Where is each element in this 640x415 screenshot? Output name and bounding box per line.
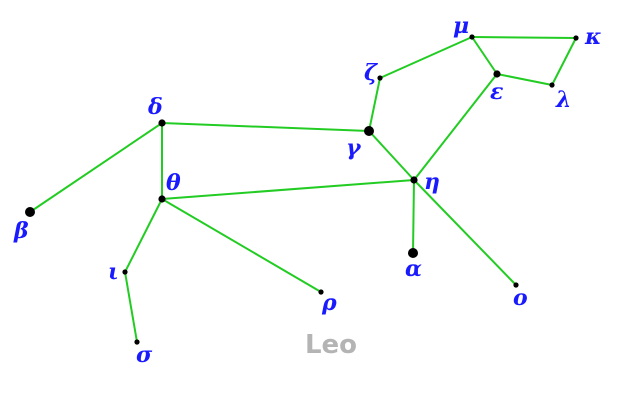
line-iota-sigma xyxy=(124,271,138,343)
star-kappa xyxy=(573,35,579,41)
star-label-eta: η xyxy=(424,169,440,195)
line-eta-omicron xyxy=(413,179,517,286)
star-omicron xyxy=(513,282,519,288)
star-eta xyxy=(410,176,418,184)
line-mu-epsilon xyxy=(471,36,498,75)
constellation-stars xyxy=(25,34,579,345)
star-mu xyxy=(469,34,475,40)
line-eta-alpha xyxy=(412,179,415,254)
line-gamma-zeta xyxy=(368,77,381,132)
line-mu-kappa xyxy=(471,36,577,39)
line-zeta-mu xyxy=(379,36,473,79)
star-label-sigma: σ xyxy=(136,342,153,368)
star-label-alpha: α xyxy=(405,256,422,282)
star-label-delta: δ xyxy=(147,94,163,120)
line-kappa-lambda xyxy=(551,37,577,86)
star-label-gamma: γ xyxy=(346,135,362,161)
line-theta-iota xyxy=(124,198,163,273)
star-label-rho: ρ xyxy=(321,290,337,316)
constellation-title: Leo xyxy=(305,330,357,360)
star-iota xyxy=(122,269,128,275)
star-zeta xyxy=(377,75,383,81)
line-delta-gamma xyxy=(161,122,370,132)
line-theta-rho xyxy=(161,198,322,293)
line-epsilon-eta xyxy=(413,73,498,181)
star-label-lambda: λ xyxy=(555,87,571,113)
star-alpha xyxy=(408,248,418,258)
star-label-zeta: ζ xyxy=(364,60,378,86)
star-lambda xyxy=(549,82,555,88)
star-label-theta: θ xyxy=(166,170,181,196)
star-label-omicron: ο xyxy=(513,285,528,311)
constellation-labels: α β γ δ ε ζ η θ ι κ λ μ ο ρ σ xyxy=(13,13,602,368)
line-lambda-epsilon xyxy=(496,73,553,86)
star-label-epsilon: ε xyxy=(490,79,503,105)
star-beta xyxy=(25,207,35,217)
star-rho xyxy=(318,289,324,295)
star-gamma xyxy=(364,126,374,136)
line-beta-delta xyxy=(29,122,163,213)
line-gamma-eta xyxy=(368,130,415,181)
constellation-lines xyxy=(29,36,577,343)
star-label-kappa: κ xyxy=(584,24,602,50)
star-delta xyxy=(158,119,166,127)
star-theta xyxy=(158,195,166,203)
star-label-beta: β xyxy=(13,218,29,244)
star-label-mu: μ xyxy=(453,13,469,39)
star-sigma xyxy=(134,339,140,345)
line-theta-eta xyxy=(161,179,415,200)
star-epsilon xyxy=(493,70,501,78)
star-label-iota: ι xyxy=(108,259,119,285)
